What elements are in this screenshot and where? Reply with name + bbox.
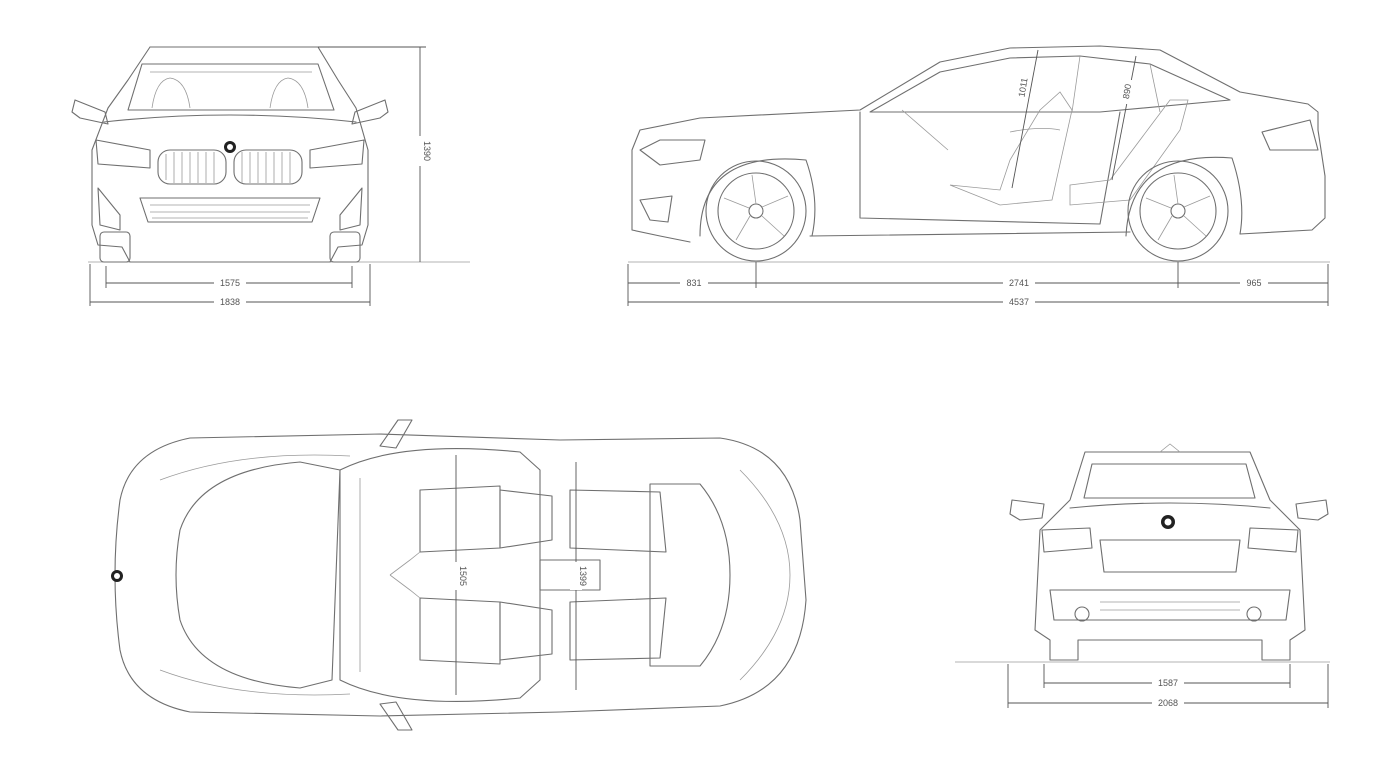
- dim-rear-overhang: 965: [1246, 278, 1261, 288]
- dim-wheelbase: 2741: [1009, 278, 1029, 288]
- rear-view: 1587 2068: [955, 443, 1330, 709]
- dim-shoulder-front: 1505: [458, 566, 468, 586]
- bmw-logo-icon: [111, 570, 123, 582]
- dim-rear-headroom: 890: [1121, 83, 1133, 100]
- dim-rear-track: 1587: [1158, 678, 1178, 688]
- bmw-logo-icon: [224, 141, 236, 153]
- bmw-logo-icon: [1161, 515, 1175, 529]
- dim-front-track: 1575: [220, 278, 240, 288]
- front-wheel-icon: [699, 158, 816, 262]
- dim-length: 4537: [1009, 297, 1029, 307]
- dim-front-height: 1390: [422, 141, 432, 161]
- side-view: 1011 890 831 2741 965 4537: [627, 45, 1330, 308]
- rear-wheel-icon: [1125, 156, 1243, 262]
- dim-rear-width-mirrors: 2068: [1158, 698, 1178, 708]
- dim-front-width: 1838: [220, 297, 240, 307]
- dim-shoulder-rear: 1399: [578, 566, 588, 586]
- front-view: 1575 1838 1390: [71, 46, 470, 308]
- top-view: 1505 1399: [111, 419, 807, 731]
- dim-front-overhang: 831: [686, 278, 701, 288]
- dim-front-headroom: 1011: [1016, 77, 1029, 98]
